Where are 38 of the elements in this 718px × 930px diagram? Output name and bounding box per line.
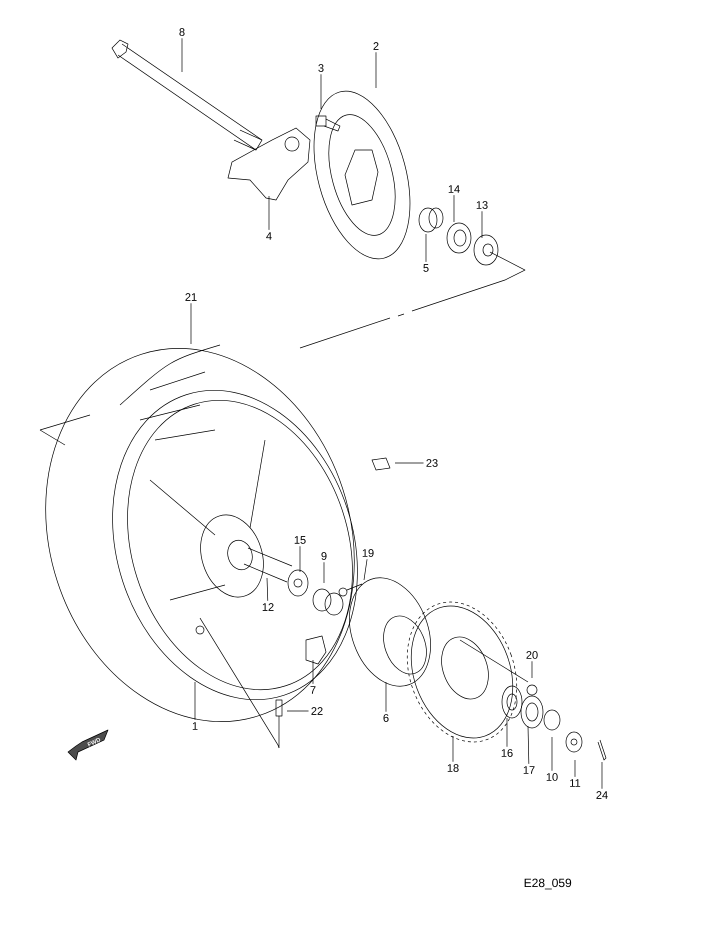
leader-line [528,726,530,764]
leader-line [452,736,454,762]
leader-line [312,660,314,684]
callout-number: 2 [373,42,378,50]
callout-number: 24 [596,791,608,799]
callout-number: 8 [179,28,185,36]
callout-number: 13 [476,201,488,209]
callout-number: 18 [448,764,459,772]
leader-line [266,578,268,602]
callout-number: 19 [362,549,374,557]
leader-line [506,718,508,748]
leader-line [194,682,196,720]
callout-number: 5 [423,264,429,272]
callout-number: 20 [526,651,538,659]
callout-number: 15 [294,536,306,544]
callout-number: 11 [570,779,580,787]
callout-number: 1 [192,722,198,730]
callout-number: 4 [266,232,272,240]
callout-number: 9 [321,552,327,560]
leader-line [574,760,576,778]
callout-number: 10 [546,773,558,781]
leader-line [320,74,322,110]
leader-line [268,196,270,230]
callout-number: 7 [310,686,316,694]
callout-number: 6 [384,714,389,722]
leader-line [394,462,424,464]
callout-number: 23 [426,459,438,467]
drawing-number: E28_059 [524,878,572,890]
callout-number: 12 [262,603,274,611]
callout-number: 16 [502,749,513,757]
callout-number: 22 [311,707,323,715]
callout-number: 14 [448,185,460,193]
callout-number: 3 [318,64,324,72]
leader-line [286,710,309,712]
leader-line [190,302,192,344]
callout-number: 17 [524,766,535,774]
leader-line [364,558,368,580]
callout-number: 21 [185,293,197,301]
